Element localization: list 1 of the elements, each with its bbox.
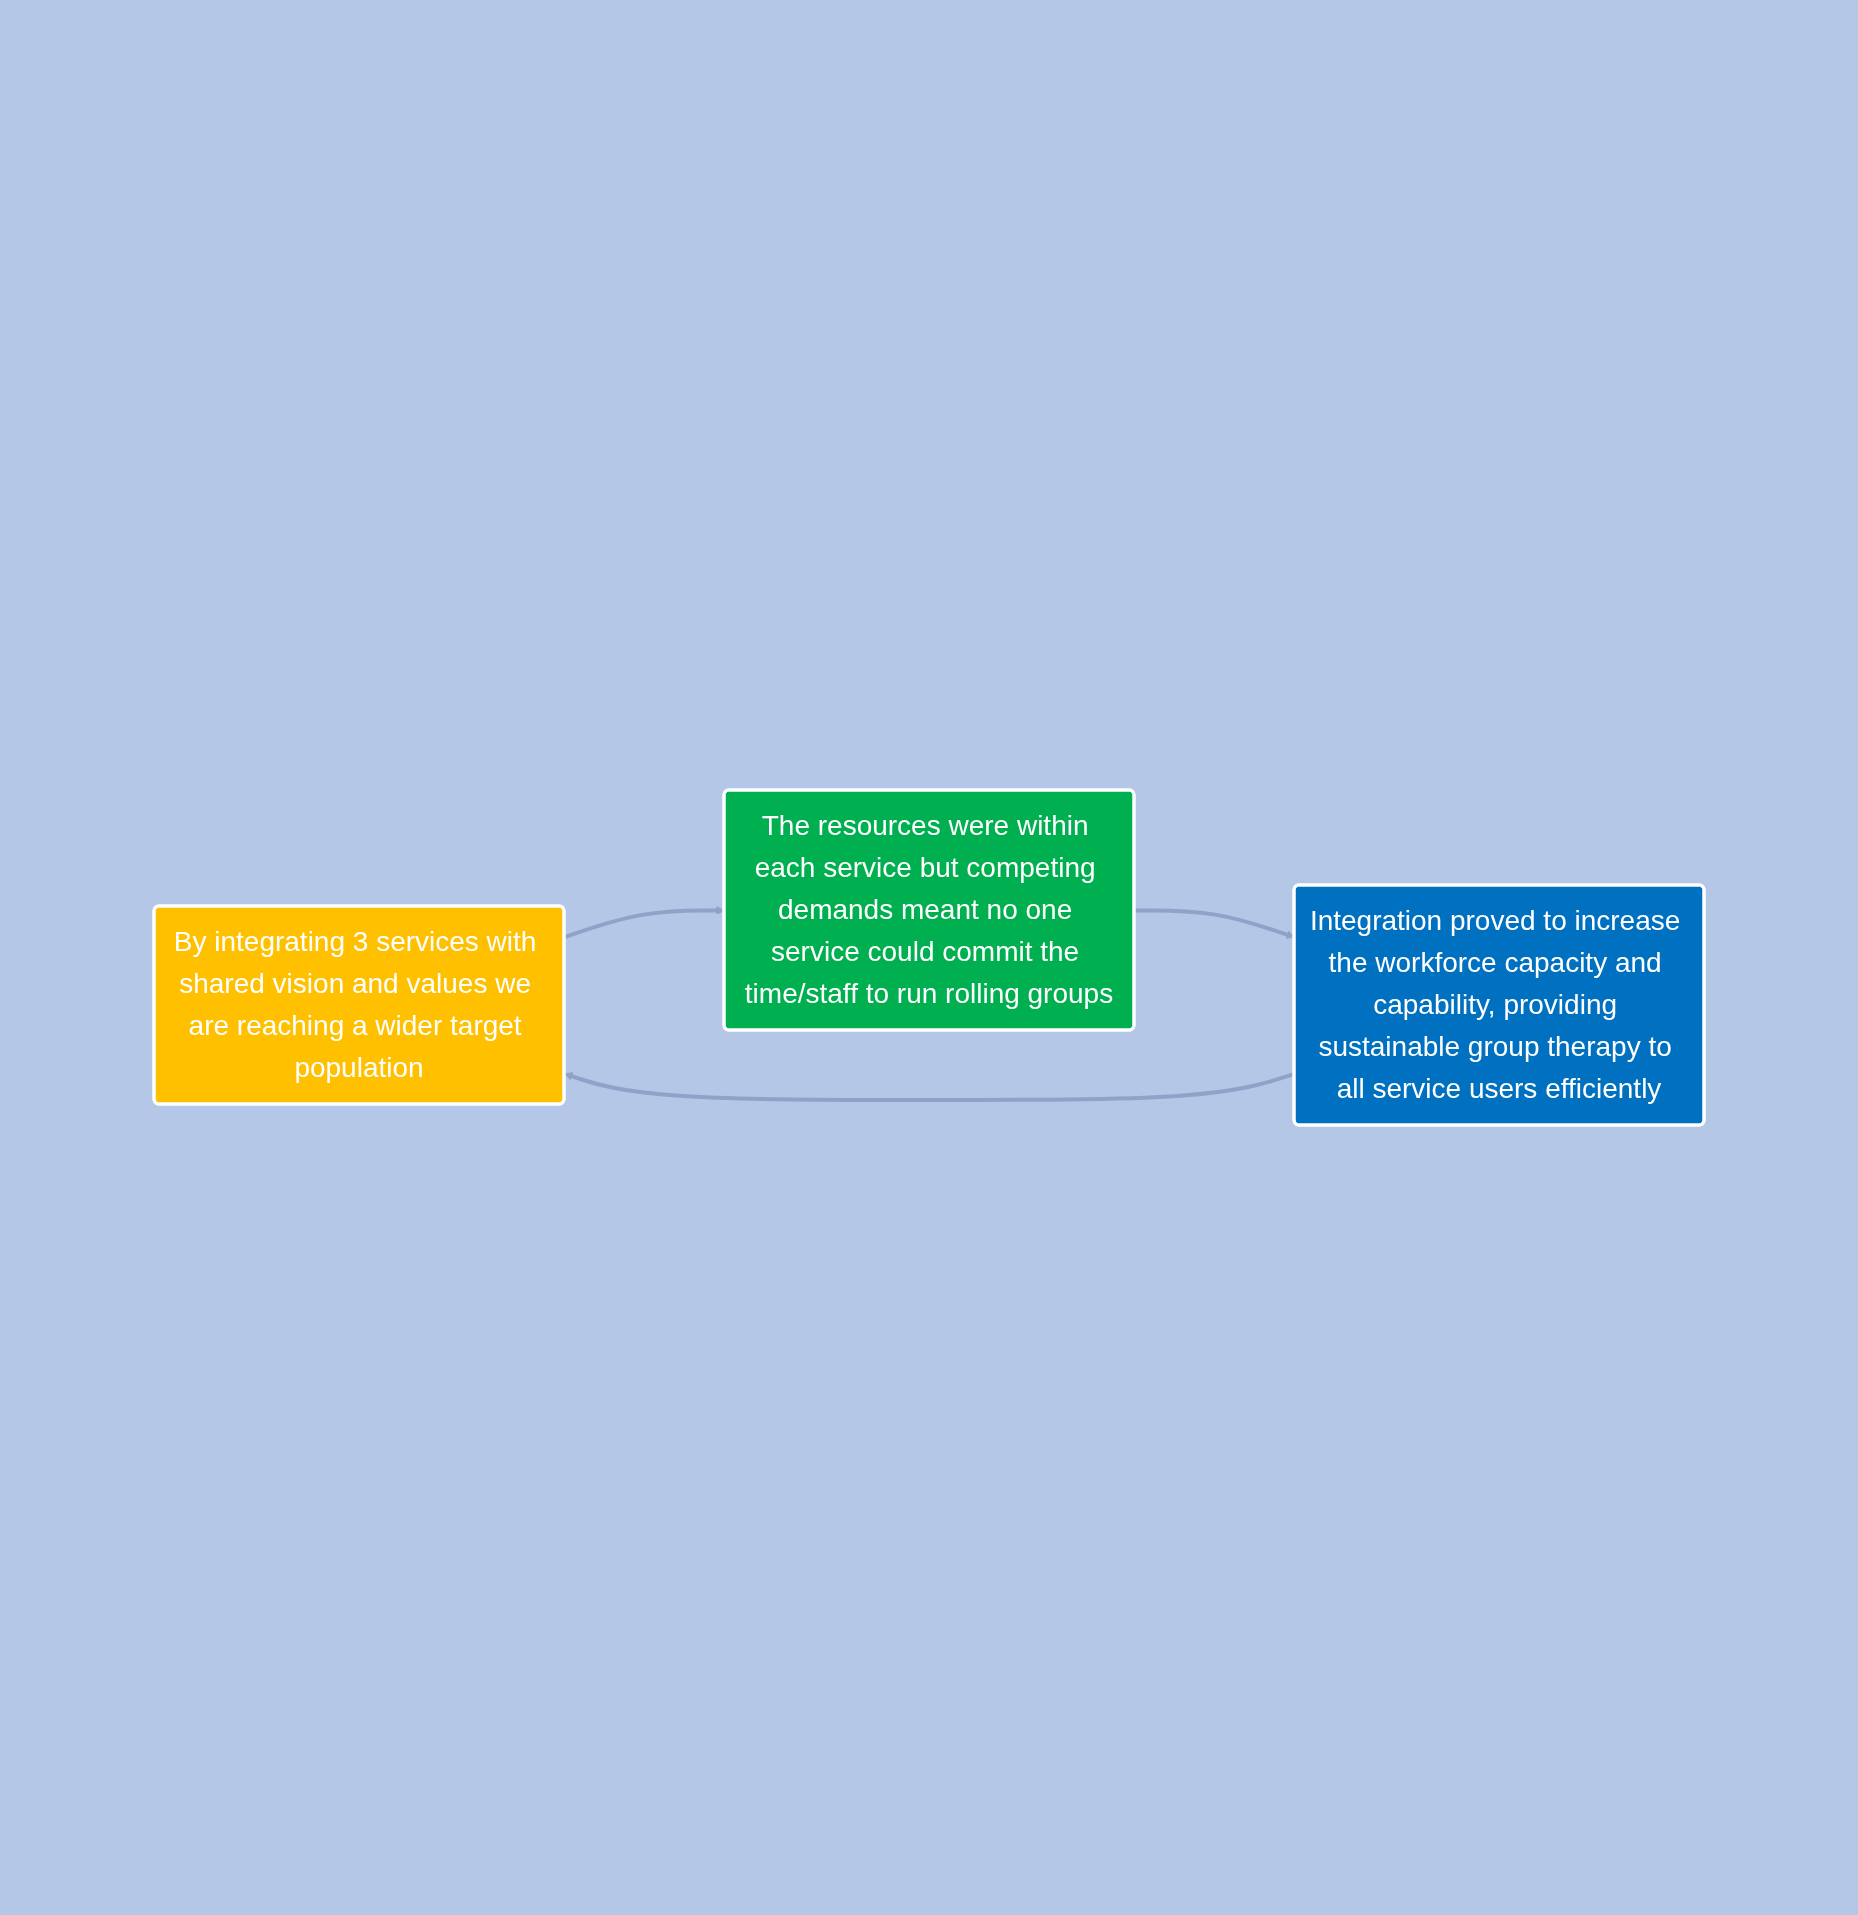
arrow bbox=[1134, 908, 1295, 939]
